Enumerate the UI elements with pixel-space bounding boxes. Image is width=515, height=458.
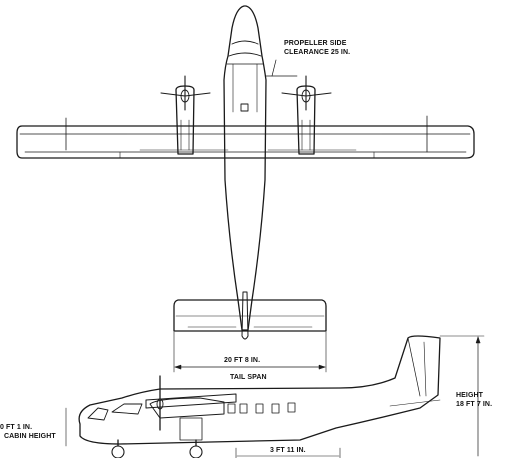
propeller-clearance-label-line2: CLEARANCE 25 IN. bbox=[284, 49, 351, 56]
top-view bbox=[16, 5, 475, 373]
horizontal-stabilizer bbox=[173, 299, 327, 332]
tail-span-label: TAIL SPAN bbox=[230, 374, 267, 381]
tail-span-value: 20 FT 8 IN. bbox=[224, 357, 261, 364]
right-engine-nacelle bbox=[296, 85, 316, 155]
left-engine-nacelle bbox=[175, 85, 195, 155]
main-wing bbox=[16, 125, 475, 159]
propeller-clearance-label-line1: PROPELLER SIDE bbox=[284, 40, 347, 47]
right-propeller bbox=[281, 75, 332, 111]
bottom-dimension-value: 3 FT 11 IN. bbox=[270, 447, 306, 454]
cabin-height-value: 0 FT 1 IN. bbox=[0, 424, 33, 431]
fuselage-top bbox=[223, 5, 267, 331]
left-propeller bbox=[160, 75, 211, 111]
cabin-height-label: CABIN HEIGHT bbox=[4, 433, 56, 440]
height-value: 18 FT 7 IN. bbox=[456, 401, 493, 408]
height-label: HEIGHT bbox=[456, 392, 484, 399]
fuselage-side bbox=[78, 335, 441, 445]
side-view bbox=[65, 335, 485, 458]
